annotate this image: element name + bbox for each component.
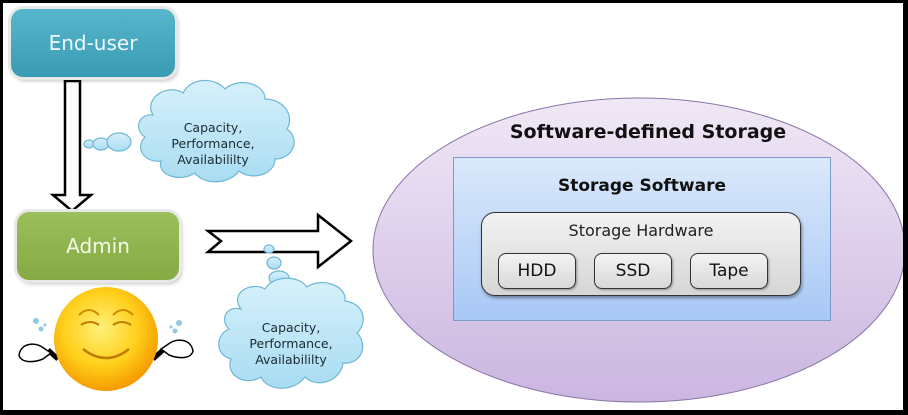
cloud-line: Availabililty — [255, 352, 327, 367]
storage-software-box: Storage Software Storage Hardware HDD SS… — [453, 157, 831, 321]
thought-cloud-1 — [83, 79, 295, 183]
diagram-canvas: End-user Admin Capacity, Performance, Av… — [3, 3, 903, 410]
thought-cloud-1-text: Capacity, Performance, Availabililty — [153, 120, 273, 168]
thought-cloud-2 — [218, 244, 364, 389]
cloud-line: Capacity, — [261, 320, 321, 335]
storage-software-title: Storage Software — [557, 176, 727, 196]
cloud-line: Performance, — [249, 336, 333, 351]
storage-hardware-title: Storage Hardware — [568, 221, 714, 240]
relaxed-smiley-icon — [18, 287, 194, 391]
admin-box: Admin — [17, 212, 179, 280]
thought-cloud-2-text: Capacity, Performance, Availabililty — [231, 320, 351, 368]
device-hdd: HDD — [498, 253, 576, 289]
device-tape: Tape — [690, 253, 768, 289]
cloud-line: Performance, — [171, 136, 255, 151]
admin-label: Admin — [66, 234, 130, 258]
end-user-label: End-user — [48, 31, 138, 55]
arrow-right-icon — [204, 212, 354, 270]
sds-title: Software-defined Storage — [509, 121, 787, 143]
cloud-line: Availabililty — [177, 152, 249, 167]
storage-hardware-box: Storage Hardware HDD SSD Tape — [481, 212, 801, 296]
end-user-box: End-user — [11, 9, 175, 77]
arrow-down-icon — [49, 79, 95, 213]
device-ssd: SSD — [594, 253, 672, 289]
cloud-line: Capacity, — [183, 120, 243, 135]
